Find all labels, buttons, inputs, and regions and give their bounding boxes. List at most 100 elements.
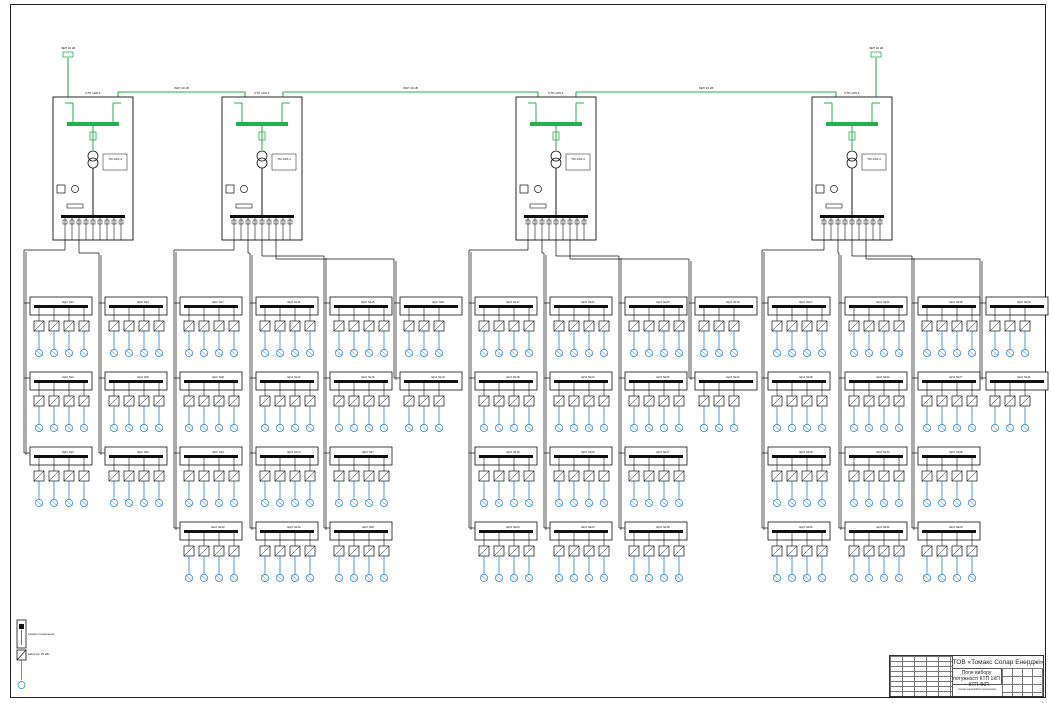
solar-panel-icon [818, 499, 826, 507]
solar-panel-icon-mark [675, 574, 683, 582]
inverter-icon-diagonal [936, 545, 948, 557]
inverter-cabinet: ЩСІ №25 [619, 296, 688, 357]
solar-panel-icon [230, 574, 238, 582]
solar-panel-icon [80, 424, 88, 432]
inverter-icon-diagonal [643, 320, 655, 332]
solar-panel-icon-mark [675, 424, 683, 432]
inverter-icon-diagonal [878, 545, 890, 557]
solar-panel-icon [630, 424, 638, 432]
inverter-icon-diagonal [771, 545, 783, 557]
solar-panel-icon [350, 424, 358, 432]
hv-busbar [236, 122, 288, 126]
solar-panel-icon-mark [773, 499, 781, 507]
inverter-icon-diagonal [568, 395, 580, 407]
transformer-label: ТМ 10/0,4 [867, 157, 881, 161]
solar-panel-icon-mark [968, 424, 976, 432]
inverter-cabinet-label: ЩСІ №5 [137, 375, 149, 379]
cabinet-busbar [334, 530, 388, 533]
lv-busbar [61, 215, 125, 218]
inverter-icon-diagonal [418, 395, 430, 407]
solar-panel-icon-mark [660, 424, 668, 432]
solar-panel-icon [200, 349, 208, 357]
inverter-icon-diagonal [259, 395, 271, 407]
solar-panel-icon [953, 499, 961, 507]
solar-panel-icon [968, 349, 976, 357]
solar-panel-icon-mark [938, 499, 946, 507]
solar-panel-icon [155, 499, 163, 507]
cabinet-busbar [34, 380, 88, 383]
solar-panel-icon-mark [65, 424, 73, 432]
inverter-icon-diagonal [348, 395, 360, 407]
solar-panel-icon-mark [570, 499, 578, 507]
solar-panel-icon [380, 424, 388, 432]
solar-panel-icon [938, 424, 946, 432]
inverter-icon-diagonal [936, 320, 948, 332]
inverter-cabinet-label: ЩСІ №34 [876, 525, 890, 529]
solar-panel-icon-mark [923, 424, 931, 432]
solar-panel-icon [35, 424, 43, 432]
solar-panel-icon-mark [880, 424, 888, 432]
inverter-cabinet-label: ЩСІ №32 [876, 375, 890, 379]
surge-protector [529, 203, 547, 209]
solar-panel-icon-mark [365, 349, 373, 357]
solar-panel-icon [630, 499, 638, 507]
solar-panel-icon [803, 574, 811, 582]
inverter-cabinet-label: ЩСІ №13 [287, 450, 301, 454]
inverter-icon-diagonal [598, 470, 610, 482]
inverter-cabinet-label: ЩСІ №9 [212, 450, 224, 454]
inverter-icon-diagonal [966, 545, 978, 557]
solar-panel-icon-mark [773, 349, 781, 357]
solar-panel-icon-mark [276, 424, 284, 432]
solar-panel-icon [923, 424, 931, 432]
inverter-cabinet-label: ЩСІ №10 [211, 525, 225, 529]
inverter-icon-diagonal [628, 320, 640, 332]
solar-panel-icon-mark [953, 574, 961, 582]
solar-panel-icon-mark [335, 349, 343, 357]
inverter-cabinet-label: ЩСІ №21 [581, 300, 595, 304]
solar-panel-icon-mark [276, 349, 284, 357]
solar-panel-icon-mark [850, 574, 858, 582]
solar-panel-icon [645, 424, 653, 432]
inverter-cabinet: ЩСІ №4 [99, 296, 168, 357]
solar-panel-icon-mark [230, 499, 238, 507]
inverter-icon-diagonal [183, 320, 195, 332]
solar-panel-icon [1006, 349, 1014, 357]
solar-panel-icon-mark [803, 499, 811, 507]
solar-panel-icon-mark [350, 349, 358, 357]
solar-panel-icon-mark [700, 349, 708, 357]
solar-panel-icon [1021, 424, 1029, 432]
inverter-icon-diagonal [553, 545, 565, 557]
solar-panel-icon [50, 424, 58, 432]
inverter-cabinet: ЩСІ №9 [394, 296, 463, 357]
inverter-icon-diagonal [198, 545, 210, 557]
solar-panel-icon-mark [600, 349, 608, 357]
solar-panel-icon [570, 349, 578, 357]
solar-panel-icon [953, 574, 961, 582]
solar-panel-icon [510, 424, 518, 432]
solar-panel-icon [50, 499, 58, 507]
inverter-icon-diagonal [786, 470, 798, 482]
solar-panel-icon [773, 499, 781, 507]
solar-panel-icon [600, 499, 608, 507]
solar-panel-icon [125, 499, 133, 507]
cabinet-busbar [334, 380, 388, 383]
inverter-icon-diagonal [153, 395, 165, 407]
inverter-cabinet-label: ЩСІ №17 [656, 450, 670, 454]
solar-panel-icon [865, 499, 873, 507]
solar-panel-icon [773, 349, 781, 357]
solar-panel-icon [570, 499, 578, 507]
cabinet-busbar [34, 455, 88, 458]
inverter-icon-diagonal [966, 395, 978, 407]
solar-panel-icon [818, 424, 826, 432]
solar-panel-icon [865, 574, 873, 582]
solar-panel-icon-mark [125, 499, 133, 507]
solar-panel-icon-mark [818, 499, 826, 507]
solar-panel-icon-mark [968, 499, 976, 507]
inverter-icon-diagonal [771, 395, 783, 407]
solar-panel-icon-mark [185, 424, 193, 432]
solar-panel-icon-mark [645, 349, 653, 357]
